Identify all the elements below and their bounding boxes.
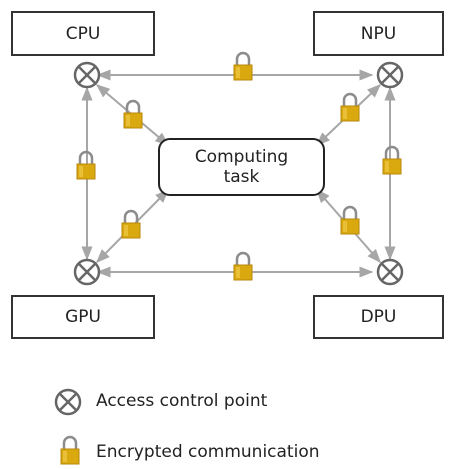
gpu-node: GPU (11, 295, 155, 339)
computing-task-node: Computing task (158, 138, 325, 196)
access-control-point-icon (73, 258, 101, 286)
cpu-node: CPU (11, 11, 155, 56)
legend-access-control-point-icon (54, 388, 82, 416)
npu-label: NPU (360, 23, 397, 44)
lock-icon (232, 51, 254, 82)
npu-node: NPU (313, 11, 444, 56)
lock-icon (339, 92, 361, 123)
dpu-label: DPU (360, 307, 397, 327)
gpu-label: GPU (65, 307, 101, 327)
legend-lock-icon (59, 435, 81, 466)
legend-access-label: Access control point (96, 391, 268, 411)
cpu-label: CPU (65, 23, 101, 44)
access-control-point-icon (376, 258, 404, 286)
lock-icon (122, 99, 144, 130)
task-label-line2: task (223, 167, 260, 187)
access-control-point-icon (376, 61, 404, 89)
lock-icon (381, 145, 403, 176)
lock-icon (232, 251, 254, 282)
lock-icon (339, 205, 361, 236)
task-label-line1: Computing (194, 147, 289, 167)
dpu-node: DPU (313, 295, 444, 339)
lock-icon (120, 209, 142, 240)
access-control-point-icon (73, 61, 101, 89)
legend-encrypted-label: Encrypted communication (96, 442, 320, 462)
